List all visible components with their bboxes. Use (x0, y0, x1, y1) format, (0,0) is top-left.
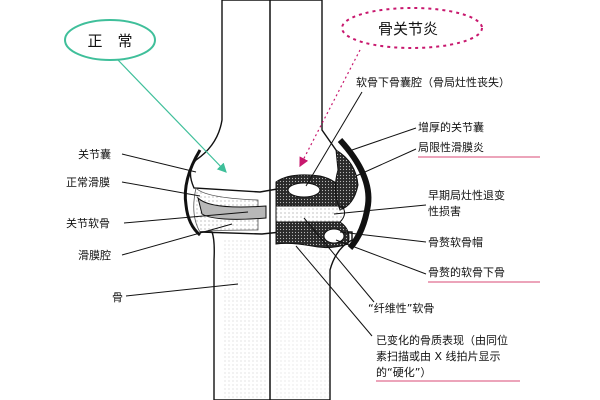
label-early-loss-1: 早期局灶性退变 (428, 188, 505, 202)
tibia-shading (222, 238, 266, 400)
label-synovium: 正常滑膜 (66, 176, 110, 189)
label-synovitis: 局限性滑膜炎 (418, 140, 484, 154)
leader-cyst (305, 91, 363, 187)
normal-bubble (64, 19, 156, 61)
label-sclerosis-3: 的“硬化”） (376, 365, 431, 379)
label-cyst: 软骨下骨囊腔（骨局灶性丧失） (356, 75, 510, 89)
normal-arrow (117, 59, 227, 173)
oa-tibia-shading (276, 246, 330, 400)
label-fibrous: “纤维性”软骨 (368, 301, 434, 315)
oa-bubble (341, 7, 483, 49)
normal-bubble-text: 正 常 (87, 32, 132, 50)
leader-thick-capsule (351, 127, 417, 151)
leader-synovium (121, 181, 201, 197)
label-early-loss-2: 性损害 (428, 204, 461, 218)
leader-osteophyte-bone (335, 239, 427, 275)
leader-osteophyte-cap (339, 231, 427, 243)
leader-synovitis (355, 148, 417, 177)
label-capsule: 关节囊 (78, 147, 111, 161)
synovitis-blob (334, 149, 359, 211)
label-cavity: 滑膜腔 (78, 248, 111, 262)
label-osteophyte-bone: 骨赘的软骨下骨 (428, 265, 505, 279)
label-osteophyte-cap: 骨赘软骨帽 (428, 235, 483, 249)
label-thick-capsule: 增厚的关节囊 (418, 120, 484, 134)
left-capsule (183, 149, 202, 237)
label-sclerosis-1: 已变化的骨质表现（由同位 (376, 333, 508, 347)
leader-fibrous (303, 217, 375, 303)
oa-arrow (299, 49, 361, 168)
label-bone: 骨 (112, 291, 123, 304)
right-capsule (337, 137, 372, 250)
leader-cartilage (123, 211, 249, 224)
leader-cavity (121, 223, 233, 256)
leader-bone (125, 283, 239, 297)
leader-early-loss (333, 204, 427, 215)
label-cartilage: 关节软骨 (66, 216, 110, 230)
oa-bubble-text: 骨关节炎 (378, 20, 438, 38)
label-sclerosis-2: 素扫描或由 X 线拍片显示 (376, 349, 501, 363)
left-cartilage (197, 196, 267, 220)
leader-sclerosis (295, 245, 373, 337)
subchondral-cyst (287, 182, 321, 198)
osteophyte (323, 228, 345, 244)
leader-capsule (121, 153, 197, 173)
